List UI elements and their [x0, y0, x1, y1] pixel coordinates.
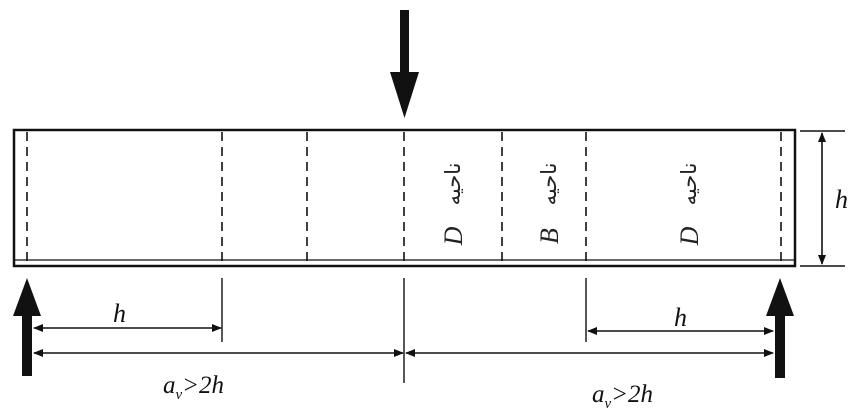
- dimension-extension-lines: [221, 278, 587, 383]
- svg-text:ناحیه: ناحیه: [677, 163, 701, 206]
- left-h-label: h: [113, 299, 126, 328]
- right-h-label: h: [674, 303, 687, 332]
- right-av-label: av>2h: [592, 381, 653, 412]
- beam-outline: [12, 128, 797, 268]
- svg-text:ناحیه: ناحیه: [441, 163, 465, 206]
- applied-load-arrow: [390, 10, 419, 118]
- right-support-arrow: [766, 278, 794, 378]
- svg-text:B: B: [535, 228, 564, 244]
- region-label-d-right: D ناحیه: [675, 163, 704, 247]
- svg-text:ناحیه: ناحیه: [537, 163, 561, 206]
- depth-dimension: [800, 130, 845, 267]
- svg-text:D: D: [675, 226, 704, 246]
- region-label-d-left: D ناحیه: [439, 163, 468, 247]
- svg-text:D: D: [439, 226, 468, 246]
- region-label-b: B ناحیه: [535, 163, 564, 244]
- section-lines: [26, 132, 782, 264]
- left-av-label: av>2h: [163, 372, 224, 403]
- left-support-arrow: [13, 278, 41, 376]
- depth-label: h: [835, 185, 848, 214]
